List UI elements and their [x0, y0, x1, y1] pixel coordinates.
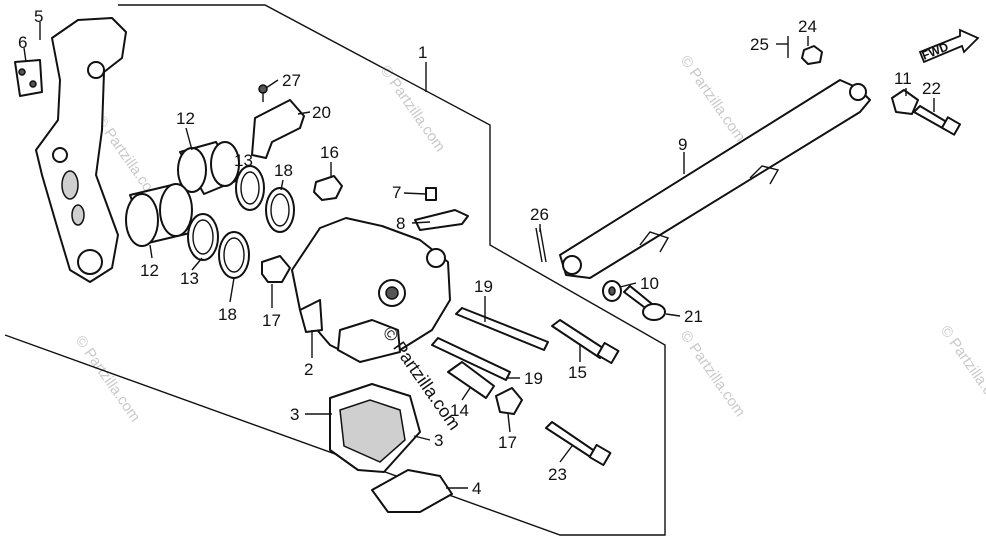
callout-3: 3	[290, 405, 299, 424]
pin-19-upper	[455, 307, 549, 351]
fwd-label: FWD	[920, 39, 951, 62]
callout-12: 12	[176, 109, 195, 128]
callout-26: 26	[530, 205, 549, 224]
callout-13: 13	[234, 151, 253, 170]
sleeve	[447, 361, 495, 399]
callout-5: 5	[34, 7, 43, 26]
callout-18: 18	[218, 305, 237, 324]
piston-upper	[177, 141, 240, 195]
callout-2: 2	[304, 360, 313, 379]
callout-7: 7	[392, 183, 401, 202]
callout-23: 23	[548, 465, 567, 484]
pad-spring	[251, 84, 305, 159]
leader-lines	[23, 22, 935, 489]
callout-4: 4	[472, 479, 481, 498]
callout-24: 24	[798, 17, 817, 36]
bolt-21	[623, 285, 666, 321]
watermark: © Partzilla.com	[937, 323, 986, 416]
boot-lower	[495, 387, 523, 415]
bolt-15	[551, 319, 620, 365]
cotter-26	[535, 227, 547, 263]
callout-1: 1	[418, 43, 427, 62]
watermark: © Partzilla.com	[677, 53, 749, 146]
boot-small	[261, 255, 291, 283]
brake-pads	[329, 383, 421, 473]
callout-14: 14	[450, 401, 469, 420]
callout-19: 19	[524, 369, 543, 388]
callout-17: 17	[498, 433, 517, 452]
callout-8: 8	[396, 214, 405, 233]
bracket-pin	[14, 59, 43, 97]
collar	[891, 89, 919, 115]
pin-19-lower	[431, 337, 511, 381]
callout-11: 11	[894, 69, 912, 88]
boot	[313, 175, 343, 201]
nut	[801, 45, 823, 65]
caliper-bracket	[35, 17, 127, 283]
pad-shim	[371, 469, 453, 513]
watermark: © Partzilla.com	[72, 333, 144, 426]
callout-9: 9	[678, 135, 687, 154]
washer	[602, 280, 622, 302]
callout-25: 25	[750, 35, 769, 54]
callout-13: 13	[180, 269, 199, 288]
callout-21: 21	[684, 307, 703, 326]
callout-18: 18	[274, 161, 293, 180]
torque-link	[559, 79, 871, 279]
callout-3: 3	[434, 431, 443, 450]
callouts: 1 2 3 3 4 5 6 7 8 9 10 11 12 12 13 13 14…	[18, 7, 941, 498]
bolt-22	[913, 105, 962, 136]
caliper-body	[291, 217, 451, 363]
callout-12: 12	[140, 261, 159, 280]
callout-16: 16	[320, 143, 339, 162]
callout-19: 19	[474, 277, 493, 296]
bolt-23	[545, 421, 612, 467]
callout-6: 6	[18, 33, 27, 52]
fwd-arrow-icon: FWD	[918, 28, 980, 64]
piston-lower	[125, 183, 193, 247]
callout-17: 17	[262, 311, 281, 330]
assembly-boundary	[4, 4, 666, 536]
callout-10: 10	[640, 274, 659, 293]
watermark: © Partzilla.com	[377, 63, 449, 156]
callout-20: 20	[312, 103, 331, 122]
callout-27: 27	[282, 71, 301, 90]
watermark: © Partzilla.com	[677, 328, 749, 421]
callout-15: 15	[568, 363, 587, 382]
seals	[187, 165, 295, 279]
callout-22: 22	[922, 79, 941, 98]
